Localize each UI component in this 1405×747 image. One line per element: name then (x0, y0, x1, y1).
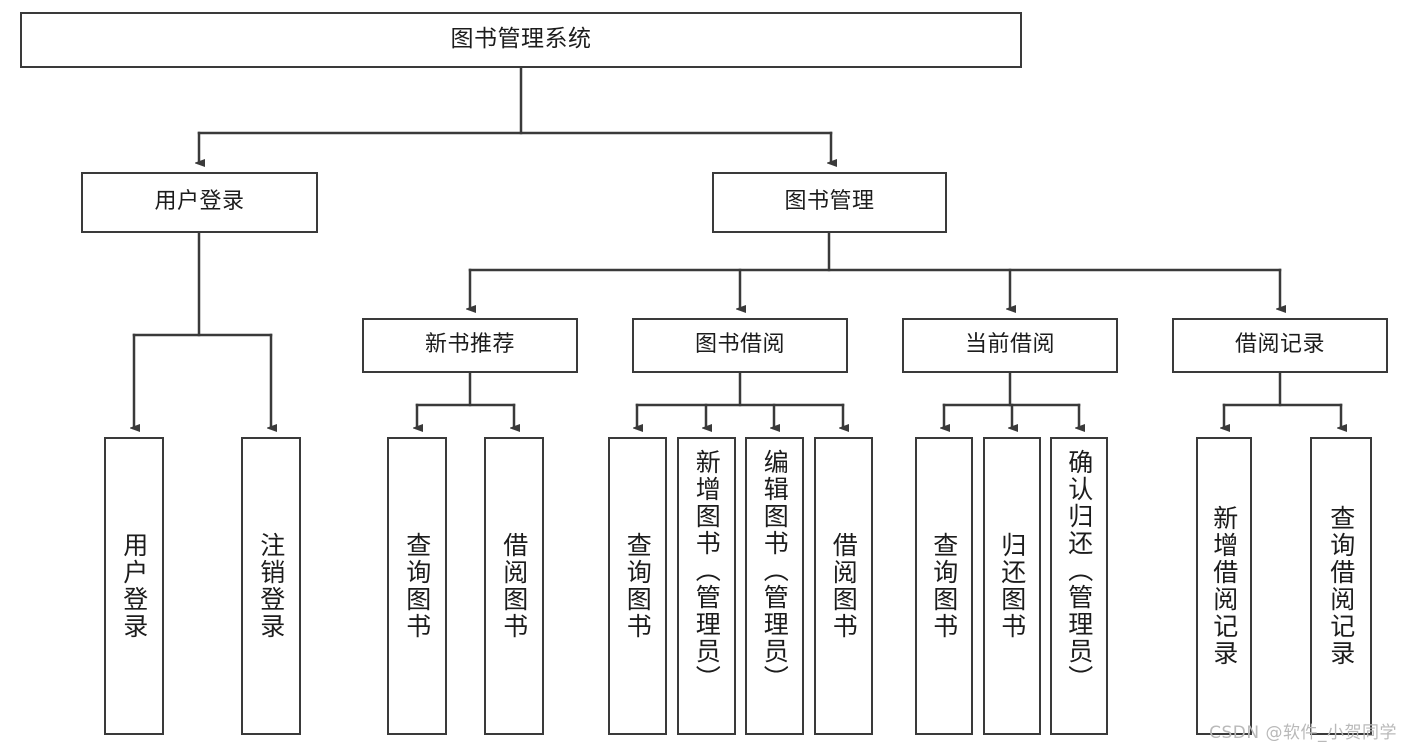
node-book-management-label: 图书管理 (784, 189, 875, 215)
leaf-query-book-borrow[interactable]: 查询图书 (608, 437, 667, 735)
leaf-add-borrow-record[interactable]: 新增借阅记录 (1196, 437, 1252, 735)
leaf-borrow-book-newbook-label: 借阅图书 (499, 532, 529, 640)
leaf-query-borrow-record-label: 查询借阅记录 (1326, 505, 1356, 667)
node-current-borrow[interactable]: 当前借阅 (902, 318, 1118, 373)
node-user-login-label: 用户登录 (154, 189, 245, 215)
node-root-label: 图书管理系统 (450, 26, 592, 53)
node-new-book-recommend[interactable]: 新书推荐 (362, 318, 578, 373)
node-book-management[interactable]: 图书管理 (712, 172, 947, 233)
watermark: CSDN @软件_小贺同学 (1209, 723, 1397, 743)
leaf-return-book[interactable]: 归还图书 (983, 437, 1041, 735)
leaf-borrow-book[interactable]: 借阅图书 (814, 437, 873, 735)
leaf-add-book-admin[interactable]: 新增图书（管理员） (677, 437, 736, 735)
leaf-add-book-admin-label: 新增图书（管理员） (692, 449, 722, 692)
node-current-borrow-label: 当前借阅 (964, 332, 1055, 358)
node-user-login[interactable]: 用户登录 (81, 172, 318, 233)
node-borrow-record[interactable]: 借阅记录 (1172, 318, 1388, 373)
node-borrow-record-label: 借阅记录 (1234, 332, 1325, 358)
leaf-query-book-newbook[interactable]: 查询图书 (387, 437, 447, 735)
leaf-query-book-newbook-label: 查询图书 (402, 532, 432, 640)
node-book-borrow[interactable]: 图书借阅 (632, 318, 848, 373)
leaf-confirm-return-admin[interactable]: 确认归还（管理员） (1050, 437, 1108, 735)
node-book-borrow-label: 图书借阅 (694, 332, 785, 358)
leaf-query-book-current[interactable]: 查询图书 (915, 437, 973, 735)
leaf-add-borrow-record-label: 新增借阅记录 (1209, 505, 1239, 667)
leaf-edit-book-admin-label: 编辑图书（管理员） (760, 449, 790, 692)
leaf-edit-book-admin[interactable]: 编辑图书（管理员） (745, 437, 804, 735)
leaf-borrow-book-newbook[interactable]: 借阅图书 (484, 437, 544, 735)
leaf-query-book-current-label: 查询图书 (929, 532, 959, 640)
leaf-user-login-label: 用户登录 (119, 532, 149, 640)
leaf-return-book-label: 归还图书 (997, 532, 1027, 640)
leaf-user-login[interactable]: 用户登录 (104, 437, 164, 735)
leaf-confirm-return-admin-label: 确认归还（管理员） (1064, 449, 1094, 692)
leaf-query-book-borrow-label: 查询图书 (623, 532, 653, 640)
node-root[interactable]: 图书管理系统 (20, 12, 1022, 68)
node-new-book-recommend-label: 新书推荐 (424, 332, 515, 358)
leaf-logout-label: 注销登录 (256, 532, 286, 640)
leaf-logout[interactable]: 注销登录 (241, 437, 301, 735)
leaf-query-borrow-record[interactable]: 查询借阅记录 (1310, 437, 1372, 735)
leaf-borrow-book-label: 借阅图书 (829, 532, 859, 640)
